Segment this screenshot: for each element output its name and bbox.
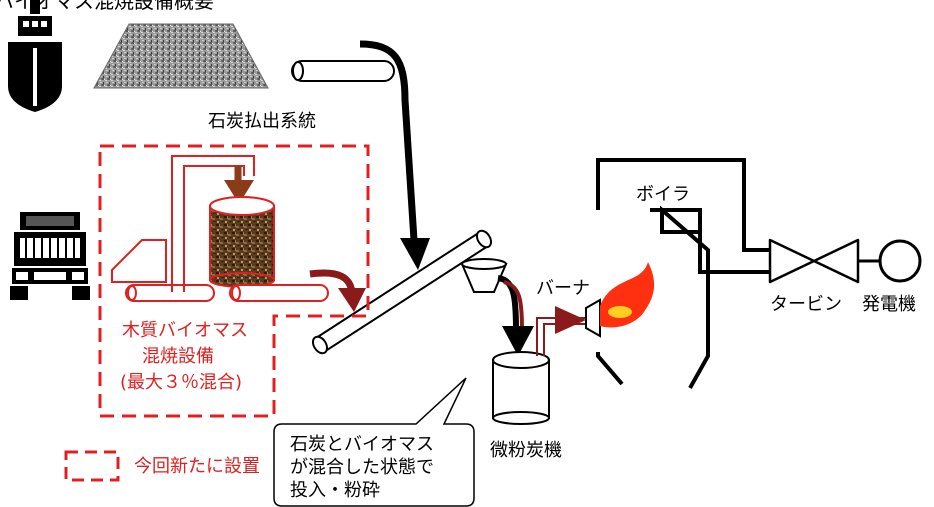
flame-icon xyxy=(600,262,655,328)
boiler xyxy=(596,158,770,389)
ship-icon xyxy=(8,0,62,112)
callout-line1: 石炭とバイオマス xyxy=(290,434,434,455)
pulverizer xyxy=(492,351,550,425)
callout-bubble xyxy=(273,377,475,507)
new-installation-boundary xyxy=(98,144,370,418)
callout-line2: が混合した状態で xyxy=(290,457,434,478)
generator xyxy=(878,239,922,283)
fuel-to-burner-arrow xyxy=(555,306,586,334)
page-title: バイオマス混焼設備概要 xyxy=(0,0,214,13)
label-burner: バーナ xyxy=(536,278,590,299)
callout-line3: 投入・粉砕 xyxy=(290,480,380,501)
label-pulverizer: 微粉炭機 xyxy=(490,440,562,461)
biomass-feed-arrowhead xyxy=(224,180,254,204)
biomass-storage-silo xyxy=(209,196,275,288)
biomass-receiving-hopper xyxy=(111,239,167,283)
legend-swatch-new-installation xyxy=(64,450,120,482)
mixed-feed-arrowhead xyxy=(502,326,534,356)
feed-hopper xyxy=(460,258,508,293)
coal-pile xyxy=(93,23,269,89)
biomass-lower-conveyor xyxy=(125,284,215,302)
biomass-facility-label-line2: 混焼設備 xyxy=(142,346,214,367)
legend-label-new-installation: 今回新たに設置 xyxy=(134,456,260,477)
label-boiler: ボイラ xyxy=(636,184,690,205)
burner-nozzle xyxy=(585,298,601,338)
biomass-to-conveyor-arrowhead xyxy=(338,288,366,312)
coal-flow-arrowhead xyxy=(400,238,430,270)
biomass-bucket-elevator xyxy=(171,155,255,292)
coal-discharge-conveyor xyxy=(291,60,395,82)
biomass-facility-label-line1: 木質バイオマス xyxy=(122,320,248,341)
truck-icon xyxy=(10,212,90,300)
label-coal-discharge: 石炭払出系統 xyxy=(208,111,316,132)
turbine xyxy=(768,238,860,284)
biomass-outlet-conveyor xyxy=(229,284,329,302)
mixed-feed-arrow xyxy=(497,275,519,331)
label-turbine: タービン xyxy=(770,294,842,315)
biomass-facility-label-line3: (最大３％混合) xyxy=(120,372,242,393)
mixed-feed-arrow-shade xyxy=(503,280,524,331)
label-generator: 発電機 xyxy=(862,294,916,315)
main-inclined-conveyor xyxy=(311,229,493,355)
coal-flow-arrow xyxy=(359,40,418,241)
